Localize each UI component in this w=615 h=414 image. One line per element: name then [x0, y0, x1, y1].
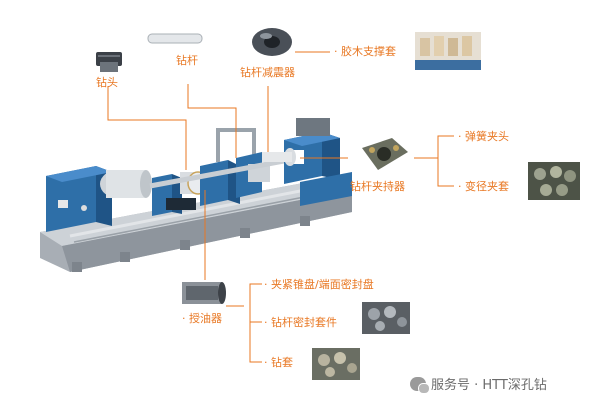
oil-feeder-icon [182, 282, 226, 304]
support-block-2 [200, 160, 240, 206]
label-rubber-support: · 胶木支撑套 [334, 45, 396, 58]
label-rod-seal: · 钻杆密封套件 [264, 316, 337, 329]
rubber-support-photo [415, 32, 481, 70]
wechat-icon [410, 376, 430, 394]
machine-bed [40, 178, 352, 272]
callout-lines [107, 51, 454, 363]
label-spring-collet: · 弹簧夹头 [458, 130, 509, 143]
label-drill-bush: · 钻套 [264, 356, 293, 369]
spindle-housing [100, 170, 152, 198]
label-drill-rod: 钻杆 [176, 54, 198, 67]
rod-damper-icon [252, 28, 292, 56]
label-clamp-cone: · 夹紧锥盘/端面密封盘 [264, 278, 374, 291]
drill-rod-bar [149, 155, 301, 189]
label-oil-feeder: · 授油器 [182, 312, 222, 325]
label-drill-head: 钻头 [96, 76, 118, 89]
watermark: 服务号 · HTT深孔钻 [410, 374, 547, 394]
rod-holder-icon [362, 138, 408, 170]
label-rod-holder: 钻杆夹持器 [350, 180, 405, 193]
rod-seal-photo [362, 302, 410, 334]
label-rod-damper: 钻杆减震器 [240, 66, 295, 79]
drill-rod-icon [147, 33, 203, 44]
tailstock [262, 118, 352, 206]
headstock [46, 166, 112, 232]
watermark-text: 服务号 · HTT深孔钻 [431, 378, 547, 393]
label-variable-collet: · 变径夹套 [458, 180, 509, 193]
drill-bush-photo [312, 348, 360, 380]
drill-head-icon [96, 52, 122, 72]
variable-collet-photo [528, 162, 580, 200]
